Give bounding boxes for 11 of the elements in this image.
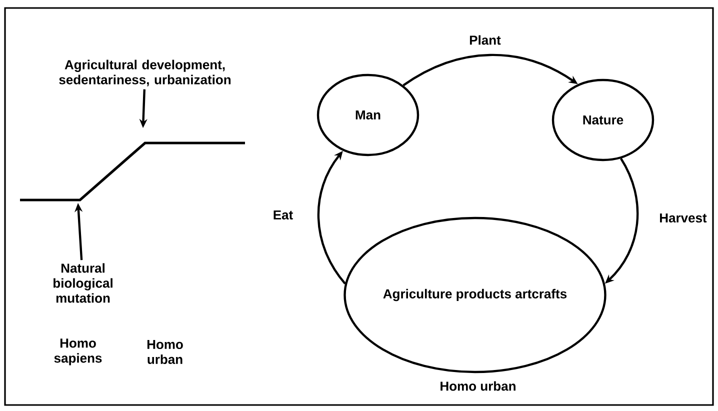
ellipse-node: Agriculture products artcrafts <box>344 216 606 374</box>
note-text: Agricultural development, sedentariness, urbanization <box>59 60 231 86</box>
label-text: Homo sapiens <box>54 338 102 366</box>
note-text: Natural biological mutation <box>54 263 112 303</box>
edge-label: Harvest <box>658 212 708 224</box>
ellipse-node: Nature <box>552 78 654 162</box>
caption-text: Homo urban <box>440 381 516 391</box>
ellipse-node: Man <box>316 74 420 156</box>
label-text: Homo urban <box>147 340 183 364</box>
edge-label: Plant <box>468 34 502 46</box>
edge-label: Eat <box>272 209 294 221</box>
